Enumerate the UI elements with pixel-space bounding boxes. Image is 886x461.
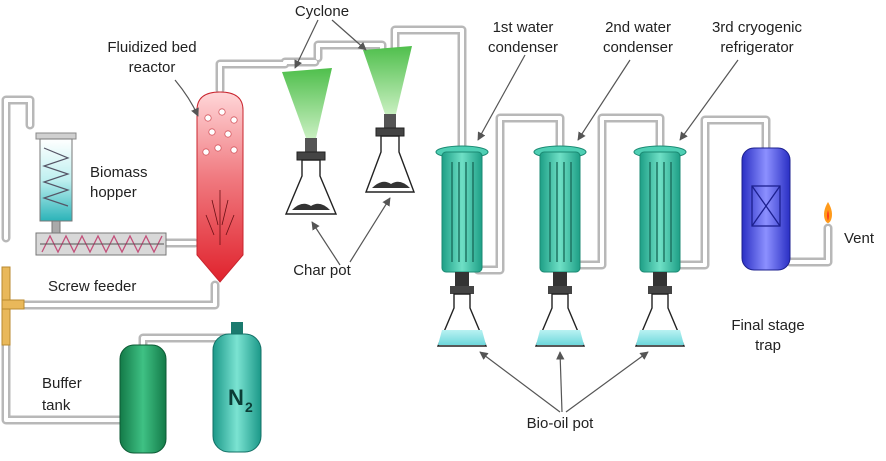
bio-oil-pot-1: [436, 286, 488, 347]
vent-flame-icon: [824, 202, 832, 223]
second-condenser-label-1: 2nd water: [605, 19, 671, 36]
third-refrigerator-label-1: 3rd cryogenic: [712, 19, 803, 36]
biomass-hopper: [35, 132, 77, 234]
bio-oil-pot-2: [534, 286, 586, 347]
char-pot-1: [284, 151, 338, 215]
char-pot-label: Char pot: [293, 262, 351, 279]
bio-oil-pot-label: Bio-oil pot: [527, 415, 595, 432]
labels: Cyclone Fluidized bed reactor Biomass ho…: [42, 3, 875, 432]
cyclone-1: [282, 68, 332, 152]
vent-label: Vent: [844, 230, 875, 247]
annotation-arrows: [174, 19, 739, 413]
bio-oil-pot-3: [634, 286, 686, 347]
buffer-tank-label-2: tank: [42, 397, 71, 414]
buffer-tank: [119, 344, 167, 454]
final-trap-label-2: trap: [755, 337, 781, 354]
first-condenser-label-1: 1st water: [493, 19, 554, 36]
screw-feeder-label: Screw feeder: [48, 278, 136, 295]
buffer-tank-label-1: Buffer: [42, 375, 82, 392]
final-trap-label-1: Final stage: [731, 317, 804, 334]
n2-cylinder: N 2: [212, 322, 262, 453]
second-condenser-label-2: condenser: [603, 39, 673, 56]
condenser-2: [533, 145, 587, 286]
fluidized-bed-reactor: [196, 91, 244, 283]
condenser-1: [435, 145, 489, 286]
n2-label: N: [228, 385, 244, 410]
char-pot-2: [364, 127, 416, 193]
fluidized-bed-reactor-label-1: Fluidized bed: [107, 39, 196, 56]
first-condenser-label-2: condenser: [488, 39, 558, 56]
fluidized-bed-reactor-label-2: reactor: [129, 59, 176, 76]
final-stage-trap: [741, 147, 791, 271]
t-fitting: [1, 266, 25, 346]
n2-subscript: 2: [245, 399, 253, 415]
biomass-hopper-label-2: hopper: [90, 184, 137, 201]
third-refrigerator-label-2: refrigerator: [720, 39, 793, 56]
biomass-hopper-label-1: Biomass: [90, 164, 148, 181]
cyclone-label: Cyclone: [295, 3, 349, 20]
pipes: [1, 25, 833, 425]
screw-feeder: [35, 232, 167, 256]
cyclone-2: [363, 46, 412, 128]
condenser-3: [633, 145, 687, 286]
